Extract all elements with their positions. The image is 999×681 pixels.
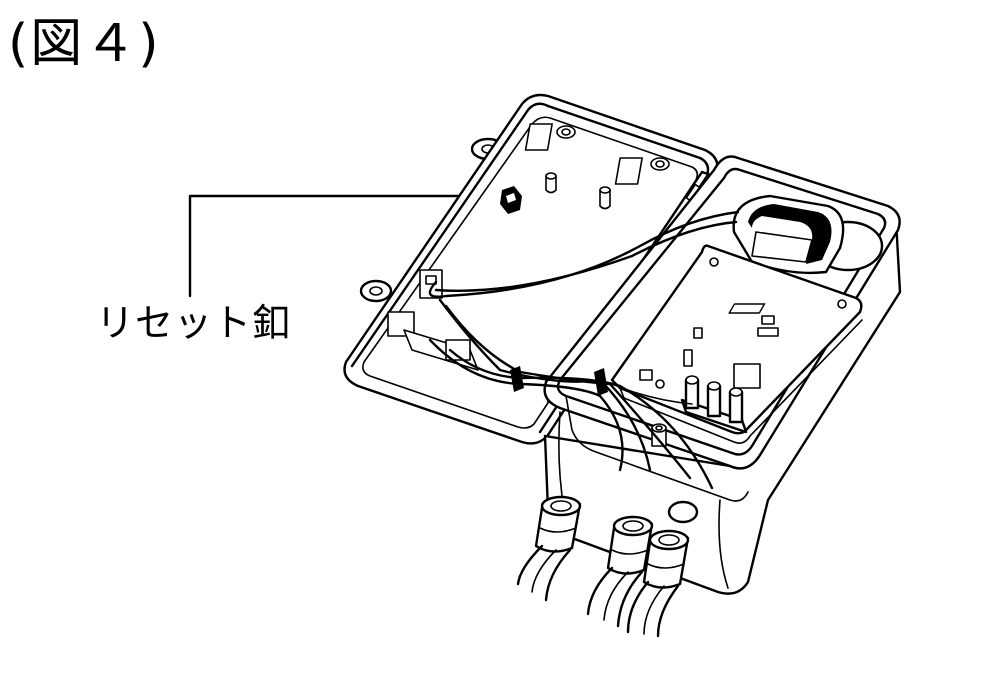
reset-pin-label: リセット釦: [96, 301, 292, 345]
lid-post-top: [524, 123, 576, 151]
reset-pin-leader-line: [188, 194, 502, 298]
cable-gland-1: [516, 495, 582, 602]
figure-number: (図４): [8, 14, 161, 74]
body-post: [651, 423, 667, 447]
enclosure-body: [543, 155, 902, 595]
reset-button[interactable]: [500, 186, 522, 214]
enclosure-lid: [343, 93, 719, 445]
lid-peg-2: [599, 186, 611, 210]
lid-peg-1: [545, 172, 557, 194]
wiring-harness: [428, 210, 740, 490]
lid-post-right: [614, 157, 670, 185]
cable-gland-2: [586, 515, 654, 628]
cable-gland-3: [626, 529, 690, 638]
transformer-coil: [732, 194, 884, 275]
knockout-hole: [667, 500, 699, 524]
circuit-board: [610, 244, 863, 444]
terminal-posts: [680, 375, 748, 434]
